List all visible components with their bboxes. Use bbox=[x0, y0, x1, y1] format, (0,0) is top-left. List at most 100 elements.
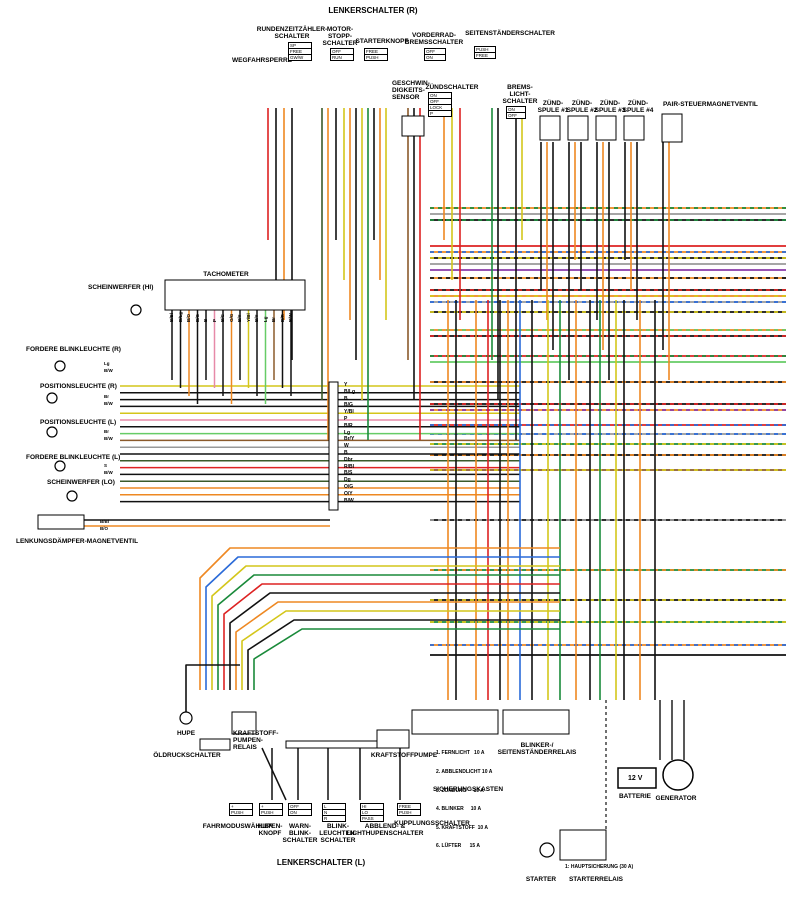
label-front-brake-switch: VORDERRAD- BREMSSCHALTER bbox=[404, 32, 464, 46]
switch-table-starter-button: FREE PUSH bbox=[364, 48, 388, 61]
position-right-bulb bbox=[46, 392, 58, 404]
label-main-fuse: 1: HAUPTSICHERUNG (30 A) bbox=[565, 864, 634, 870]
wire bbox=[205, 556, 560, 690]
wire bbox=[241, 610, 560, 690]
label-brake-light-switch: BREMS- LICHT- SCHALTER bbox=[502, 84, 538, 105]
bus-wire-label: Lg bbox=[344, 429, 351, 436]
label-dimmer-passing-switch: ABBLEND- & LICHTHUPENSCHALTER bbox=[346, 823, 424, 837]
lamp-wire-label: Lg bbox=[104, 361, 110, 366]
label-front-turn-left: FORDERE BLINKLEUCHTE (L) bbox=[26, 454, 121, 461]
tacho-pin-label: B/Bl bbox=[169, 313, 174, 322]
bus-wire-label: O/G bbox=[344, 484, 354, 490]
switch-table-ignition: ON OFF LOCK P bbox=[428, 92, 452, 117]
label-clutch-switch: KUPPLUNGSSCHALTER bbox=[394, 820, 470, 827]
label-turn-signal-switch: BLINK- LEUCHTEN- SCHALTER bbox=[319, 823, 357, 844]
headlight-lo-symbol bbox=[66, 490, 78, 502]
lamp-wire-label: Br bbox=[104, 429, 110, 434]
tacho-pin-label: B/R bbox=[279, 314, 285, 322]
tacho-pin-label: B/W bbox=[288, 313, 293, 322]
position-left-bulb bbox=[46, 426, 58, 438]
label-tachometer: TACHOMETER bbox=[203, 271, 249, 278]
label-lap-timer-switch: RUNDENZEITZÄHLER- SCHALTER bbox=[256, 26, 328, 40]
bus-wire-label: Dbr bbox=[344, 456, 353, 463]
tacho-pin-label: P bbox=[211, 318, 217, 322]
label-hazard-switch: WARN- BLINK- SCHALTER bbox=[282, 823, 318, 844]
label-generator: GENERATOR bbox=[655, 795, 697, 802]
headlight-hi-symbol bbox=[130, 304, 142, 316]
title-right-handlebar-switch: LENKERSCHALTER (R) bbox=[328, 6, 418, 15]
tacho-pin-label: B/Lg bbox=[177, 312, 183, 322]
label-starter-relay: STARTERRELAIS bbox=[568, 876, 624, 883]
component-symbols bbox=[37, 113, 694, 861]
label-ignition-coil-4: ZÜND- SPULE #4 bbox=[622, 100, 654, 114]
fuse-item: 4. BLINKER 10 A bbox=[436, 806, 482, 813]
bus-wire-label: B/S bbox=[344, 470, 353, 477]
switch-table-front-brake: OFF ON bbox=[424, 48, 446, 61]
lamp-wire-label: Br bbox=[104, 394, 110, 399]
switch-table-clutch: FREE PUSH bbox=[397, 803, 421, 816]
wire bbox=[261, 747, 287, 801]
label-fuel-pump-relay: KRAFTSTOFF- PUMPEN- RELAIS bbox=[233, 730, 279, 751]
lamp-wire-label: B/W bbox=[104, 401, 113, 406]
switch-table-dimmer: HI LO PASS bbox=[360, 803, 384, 822]
switch-table-ride-mode: + PUSH bbox=[229, 803, 253, 816]
tacho-pin-label: B/G bbox=[220, 313, 225, 322]
ignition-coil-symbol bbox=[595, 115, 617, 141]
tacho-pin-label: B bbox=[203, 318, 208, 322]
bus-wire-label: P bbox=[344, 416, 348, 422]
label-sidestand-switch: SEITENSTÄNDERSCHALTER bbox=[465, 30, 555, 37]
label-position-left: POSITIONSLEUCHTE (L) bbox=[40, 419, 117, 426]
ignition-coil-symbol bbox=[539, 115, 561, 141]
label-ignition-coil-2: ZÜND- SPULE #2 bbox=[566, 100, 598, 114]
wire bbox=[217, 574, 560, 690]
wire bbox=[253, 628, 560, 690]
bus-wire-label: B/G bbox=[344, 402, 353, 409]
starter-motor-symbol bbox=[539, 842, 555, 858]
switch-table-lap-timer: SP FREE GW/W bbox=[288, 42, 312, 61]
bus-wire-label: B bbox=[344, 395, 348, 402]
label-headlight-lo: SCHEINWERFER (LO) bbox=[47, 479, 115, 486]
fuse-list: 1. FERNLICHT 10 A 2. ABBLENDLICHT 10 A 3… bbox=[436, 738, 492, 856]
starter-relay-box bbox=[559, 829, 607, 861]
fuel-relay-box bbox=[231, 711, 257, 735]
speed-sensor-symbol bbox=[401, 115, 425, 137]
tacho-pin-label: B/Y bbox=[237, 314, 242, 322]
pair-solenoid-symbol bbox=[661, 113, 683, 143]
bus-connector bbox=[328, 381, 339, 511]
bus-wire-label: Br/Y bbox=[344, 436, 355, 443]
tacho-pin-label: B/Y bbox=[254, 314, 259, 322]
horn-symbol bbox=[179, 711, 193, 725]
label-horn: HUPE bbox=[176, 730, 196, 737]
bus-wire-label: Dg bbox=[344, 477, 351, 484]
label-pair-solenoid: PAIR-STEUERMAGNETVENTIL bbox=[663, 101, 758, 108]
lamp-wire-label: B/W bbox=[104, 470, 113, 475]
switch-table-brake-light: ON OFF bbox=[506, 106, 526, 119]
wire-harness bbox=[84, 108, 786, 830]
turn-left-bulb bbox=[54, 460, 66, 472]
label-speed-sensor: GESCHWIN- DIGKEITS- SENSOR bbox=[392, 80, 430, 101]
steering-damper-symbol bbox=[37, 514, 85, 530]
label-front-turn-right: FORDERE BLINKLEUCHTE (R) bbox=[26, 346, 121, 353]
wire bbox=[229, 592, 560, 690]
label-immobilizer: WEGFAHRSPERRE bbox=[232, 57, 292, 64]
bus-wire-label: B/W bbox=[344, 497, 354, 504]
turn-right-bulb bbox=[54, 360, 66, 372]
fuse-item: 2. ABBLENDLICHT 10 A bbox=[436, 769, 493, 776]
label-steering-damper: LENKUNGSDÄMPFER-MAGNETVENTIL bbox=[16, 538, 139, 545]
wire bbox=[185, 664, 240, 712]
wire bbox=[211, 565, 560, 690]
bus-wire-label: R/Bl bbox=[344, 463, 354, 470]
oil-switch-box bbox=[199, 738, 231, 751]
label-ride-mode-selector: FAHRMODUSWÄHLER bbox=[202, 823, 274, 830]
tacho-pin-label: B/O bbox=[186, 313, 191, 322]
label-engine-stop-switch: MOTOR- STOPP- SCHALTER bbox=[322, 26, 358, 47]
fuse-box bbox=[411, 709, 499, 735]
label-turn-relay: BLINKER-/ SEITENSTÄNDERRELAIS bbox=[497, 742, 577, 756]
battery-voltage: 12 V bbox=[628, 775, 643, 782]
label-starter-button: STARTERKNOPF bbox=[355, 38, 409, 45]
fuse-item: 1. FERNLICHT 10 A bbox=[436, 750, 485, 757]
switch-table-horn-button: + PUSH bbox=[259, 803, 283, 816]
label-position-right: POSITIONSLEUCHTE (R) bbox=[40, 383, 117, 390]
tacho-pin-label: Br bbox=[271, 316, 276, 322]
